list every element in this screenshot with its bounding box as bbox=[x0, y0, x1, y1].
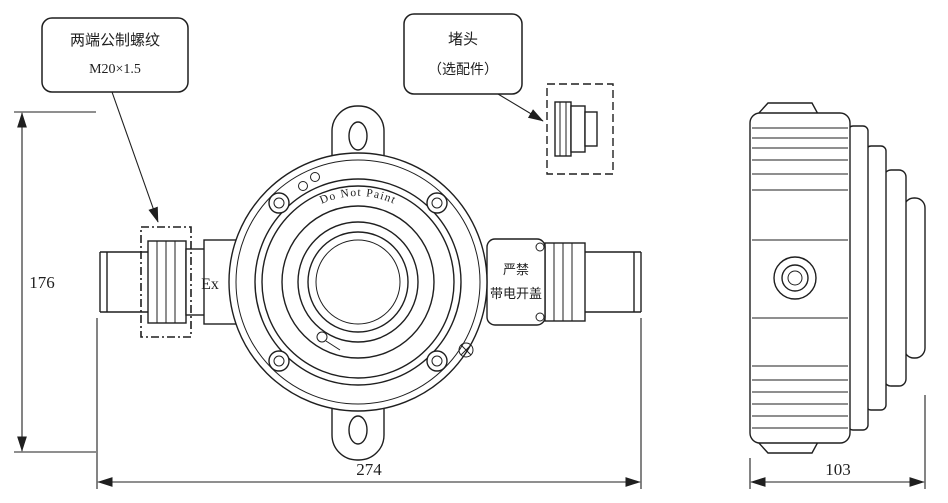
side-view bbox=[749, 102, 926, 454]
callout-plug-box bbox=[403, 13, 523, 95]
side-entry-boss bbox=[773, 256, 817, 300]
callout-plug: 堵头 （选配件） bbox=[403, 13, 544, 122]
plug-highlight-box bbox=[546, 83, 614, 175]
flange-bolts bbox=[268, 192, 448, 372]
ex-marking: Ex bbox=[201, 276, 219, 293]
front-details bbox=[298, 172, 474, 358]
dimension-depth: 103 bbox=[749, 395, 926, 489]
left-conduit-pipe bbox=[99, 239, 237, 325]
warning-plate bbox=[486, 238, 546, 326]
dimension-height: 176 bbox=[14, 111, 96, 453]
callout-plug-line2: （选配件） bbox=[428, 62, 498, 78]
dimension-width: 274 bbox=[96, 318, 642, 489]
callout-plug-line1: 堵头 bbox=[448, 31, 478, 48]
callout-thread-line2: M20×1.5 bbox=[89, 62, 141, 77]
warning-text-line1: 严禁 bbox=[503, 262, 529, 277]
dimension-depth-value: 103 bbox=[825, 460, 851, 479]
side-body-fins bbox=[752, 127, 848, 429]
warning-text-line2: 带电开盖 bbox=[490, 286, 542, 301]
callout-thread-box bbox=[41, 17, 189, 93]
dimension-height-value: 176 bbox=[29, 273, 55, 292]
front-view: Do Not Paint Ex 严禁 带电开盖 bbox=[99, 105, 642, 461]
right-conduit-pipe bbox=[486, 238, 642, 326]
plug-detail bbox=[546, 83, 614, 175]
front-body-rings bbox=[228, 152, 488, 412]
callout-plug-arrow bbox=[497, 93, 544, 122]
callout-thread-arrow bbox=[111, 91, 159, 223]
callout-thread-line1: 两端公制螺纹 bbox=[70, 32, 160, 49]
dimension-width-value: 274 bbox=[356, 460, 382, 479]
callout-thread: 两端公制螺纹 M20×1.5 bbox=[41, 17, 189, 223]
